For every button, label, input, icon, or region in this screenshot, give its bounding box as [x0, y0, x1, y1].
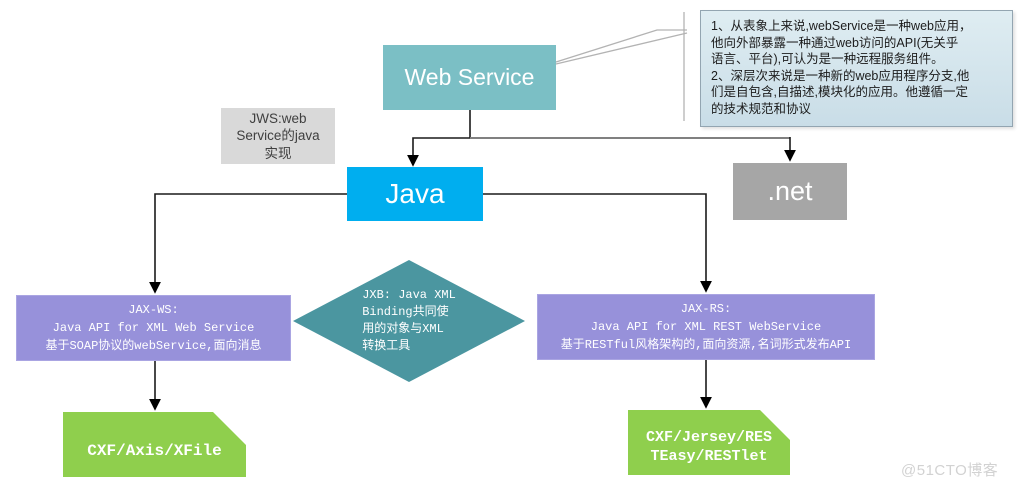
node-cxf-axis-xfile: CXF/Axis/XFile: [63, 412, 246, 477]
node-web-service-label: Web Service: [404, 64, 535, 90]
callout-leader-line-top: [555, 29, 687, 63]
watermark-51cto: @51CTO博客: [901, 462, 999, 479]
node-cxf-jersey-resteasy: CXF/Jersey/RES TEasy/RESTlet: [628, 410, 790, 475]
connector-java-to-jaxws: [149, 193, 347, 294]
connector-java-to-jaxrs: [483, 193, 712, 293]
annotation-note: 1、从表象上来说,webService是一种web应用， 他向外部暴露一种通过w…: [700, 10, 1013, 127]
node-jax-ws: JAX-WS: Java API for XML Web Service 基于S…: [16, 295, 291, 361]
node-jws-note: JWS:web Service的java 实现: [221, 108, 335, 164]
node-dotnet-label: .net: [767, 176, 813, 206]
node-web-service: Web Service: [383, 45, 556, 110]
node-jax-rs-text: JAX-RS: Java API for XML REST WebService…: [560, 302, 852, 352]
node-jax-rs: JAX-RS: Java API for XML REST WebService…: [537, 294, 875, 360]
callout-leader-line-bottom: [555, 32, 688, 65]
node-jws-note-text: JWS:web Service的java 实现: [236, 110, 320, 161]
connector-webservice-to-java: [407, 137, 470, 167]
node-cxf-jersey-resteasy-text: CXF/Jersey/RES TEasy/RESTlet: [645, 428, 773, 465]
node-java-label: Java: [385, 178, 445, 209]
node-jax-ws-text: JAX-WS: Java API for XML Web Service 基于S…: [45, 303, 262, 353]
node-java: Java: [347, 167, 483, 221]
node-cxf-axis-xfile-text: CXF/Axis/XFile: [87, 441, 222, 460]
node-dotnet: .net: [733, 163, 847, 220]
annotation-note-text: 1、从表象上来说,webService是一种web应用， 他向外部暴露一种通过w…: [711, 19, 972, 116]
node-jxb-diamond-text: JXB: Java XML Binding共同使 用的对象与XML 转换工具: [362, 288, 456, 353]
